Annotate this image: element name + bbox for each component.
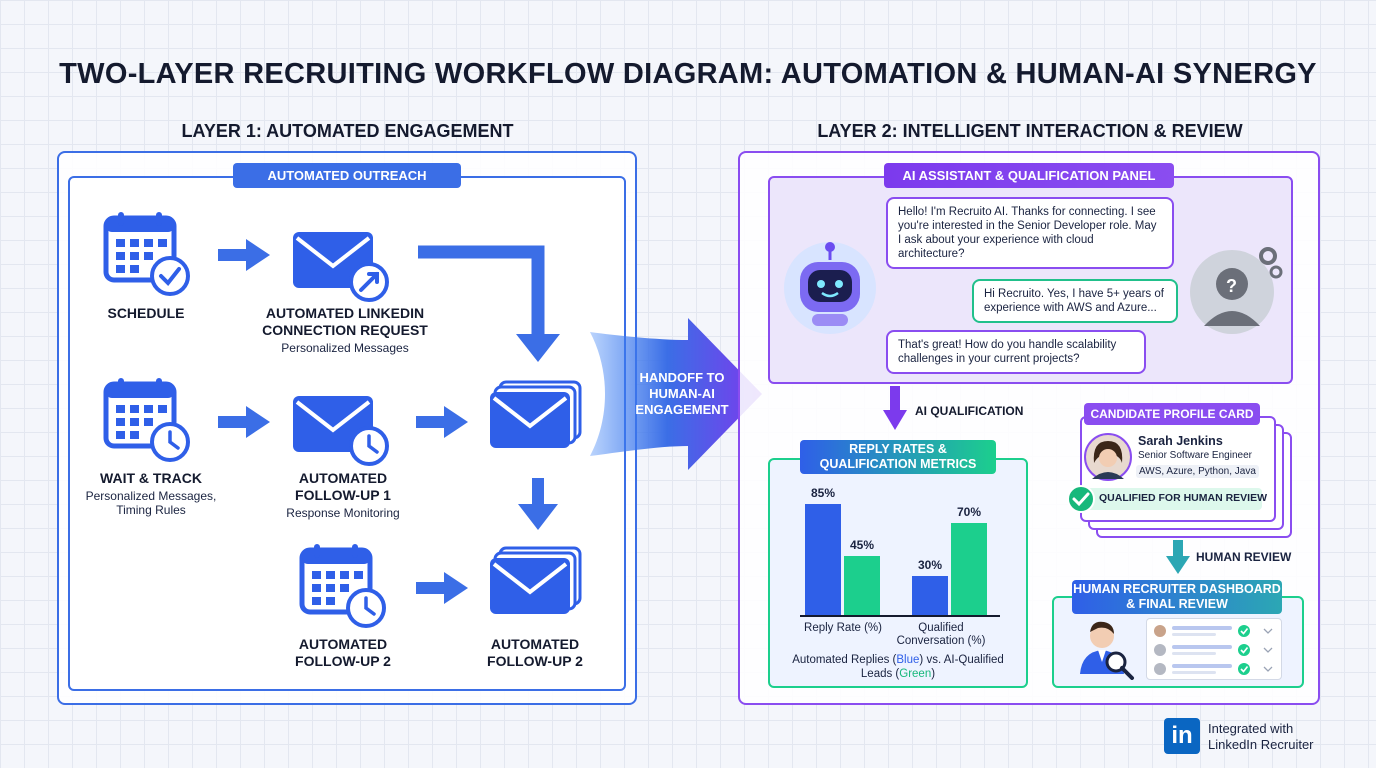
followup2-calendar-icon xyxy=(302,544,386,628)
dashboard-row xyxy=(1154,625,1273,637)
candidate-role: Senior Software Engineer xyxy=(1138,450,1252,461)
automated-outreach-pill: AUTOMATED OUTREACH xyxy=(233,163,461,188)
caption-blue: Blue xyxy=(896,654,920,666)
caption-text: ) xyxy=(931,668,936,680)
recruiter-dashboard-pill: HUMAN RECRUITER DASHBOARD & FINAL REVIEW xyxy=(1072,580,1282,614)
linkedin-envelope-icon xyxy=(291,230,389,302)
bar-value-label: 30% xyxy=(917,557,943,572)
followup2-label: AUTOMATED FOLLOW-UP 2 xyxy=(295,636,391,669)
caption-text: ) vs. AI-Qualified Leads ( xyxy=(860,654,1004,680)
linkedin-request-label: AUTOMATED LINKEDIN CONNECTION REQUEST xyxy=(262,305,428,338)
recruiter-magnifier-icon xyxy=(1080,621,1134,680)
human-review-label: HUMAN REVIEW xyxy=(1196,550,1292,564)
linkedin-request-sub: Personalized Messages xyxy=(281,341,409,355)
caption-green: Green xyxy=(899,668,932,680)
ai-assistant-pill: AI ASSISTANT & QUALIFICATION PANEL xyxy=(884,163,1174,188)
bar-value-label: 45% xyxy=(849,538,875,553)
followup1-label: AUTOMATED FOLLOW-UP 1 xyxy=(295,470,391,503)
arrow-down-icon xyxy=(518,478,558,530)
wait-track-sub: Personalized Messages, Timing Rules xyxy=(85,489,217,517)
candidate-profile-pill: CANDIDATE PROFILE CARD xyxy=(1084,403,1260,425)
elbow-arrow-icon xyxy=(418,245,560,362)
wait-track-label: WAIT & TRACK xyxy=(100,470,202,486)
metrics-pill: REPLY RATES & QUALIFICATION METRICS xyxy=(800,440,996,474)
footer-text: Integrated with LinkedIn Recruiter xyxy=(1208,721,1314,753)
arrow-down-icon xyxy=(883,386,907,430)
candidate-unknown-avatar-icon: ? xyxy=(1190,247,1283,334)
layer2-heading: LAYER 2: INTELLIGENT INTERACTION & REVIE… xyxy=(817,121,1243,141)
metrics-caption: Automated Replies (Blue) vs. AI-Qualifie… xyxy=(790,653,1006,681)
stacked-envelopes-icon xyxy=(488,380,582,450)
x-tick-label: Reply Rate (%) xyxy=(804,622,882,634)
svg-text:?: ? xyxy=(1226,276,1237,296)
candidate-name: Sarah Jenkins xyxy=(1138,434,1223,448)
schedule-label: SCHEDULE xyxy=(107,305,185,321)
wait-track-calendar-icon xyxy=(106,378,190,462)
arrow-icon xyxy=(218,239,270,271)
bar-value-label: 85% xyxy=(810,485,836,500)
metrics-chart: 85% 45% 30% 70% xyxy=(800,484,1000,619)
check-circle-icon xyxy=(1067,485,1095,513)
x-tick-label: Qualified Conversation (%) xyxy=(896,622,986,647)
candidate-skills: AWS, Azure, Python, Java xyxy=(1136,465,1259,478)
chat-message-ai: Hello! I'm Recruito AI. Thanks for conne… xyxy=(886,197,1174,269)
qualified-status: QUALIFIED FOR HUMAN REVIEW xyxy=(1099,492,1267,504)
chat-message-candidate: Hi Recruito. Yes, I have 5+ years of exp… xyxy=(972,279,1178,323)
dashboard-row xyxy=(1154,663,1273,675)
dashboard-row xyxy=(1154,644,1273,656)
robot-avatar-icon xyxy=(784,242,876,334)
bar xyxy=(912,575,948,615)
chart-baseline xyxy=(800,615,1000,617)
arrow-down-icon xyxy=(1166,540,1190,574)
arrow-icon xyxy=(218,406,270,438)
dashboard-rows xyxy=(1154,625,1273,675)
arrow-icon xyxy=(416,406,468,438)
bar xyxy=(844,556,880,615)
layer1-icons xyxy=(0,0,582,628)
handoff-label: HANDOFF TO HUMAN-AI ENGAGEMENT xyxy=(635,370,729,417)
footer-line: LinkedIn Recruiter xyxy=(1208,737,1314,752)
bar xyxy=(951,523,987,615)
bar xyxy=(805,503,841,615)
chat-message-ai: That's great! How do you handle scalabil… xyxy=(886,330,1146,374)
followup2-label: AUTOMATED FOLLOW-UP 2 xyxy=(487,636,583,669)
followup1-envelope-icon xyxy=(291,394,389,466)
footer-line: Integrated with xyxy=(1208,721,1294,736)
stacked-envelopes-icon xyxy=(488,546,582,616)
candidate-photo xyxy=(1084,433,1132,481)
bar-value-label: 70% xyxy=(956,505,982,520)
schedule-calendar-icon xyxy=(106,212,190,296)
layer1-heading: LAYER 1: AUTOMATED ENGAGEMENT xyxy=(181,121,514,141)
arrow-icon xyxy=(416,572,468,604)
qualified-badge xyxy=(1082,488,1262,510)
caption-text: Automated Replies ( xyxy=(792,654,897,666)
linkedin-logo-icon: in xyxy=(1164,718,1200,754)
ai-qualification-label: AI QUALIFICATION xyxy=(915,404,1024,418)
handoff-arrow xyxy=(590,318,762,470)
followup1-sub: Response Monitoring xyxy=(286,506,400,520)
page-title: TWO-LAYER RECRUITING WORKFLOW DIAGRAM: A… xyxy=(59,58,1317,90)
